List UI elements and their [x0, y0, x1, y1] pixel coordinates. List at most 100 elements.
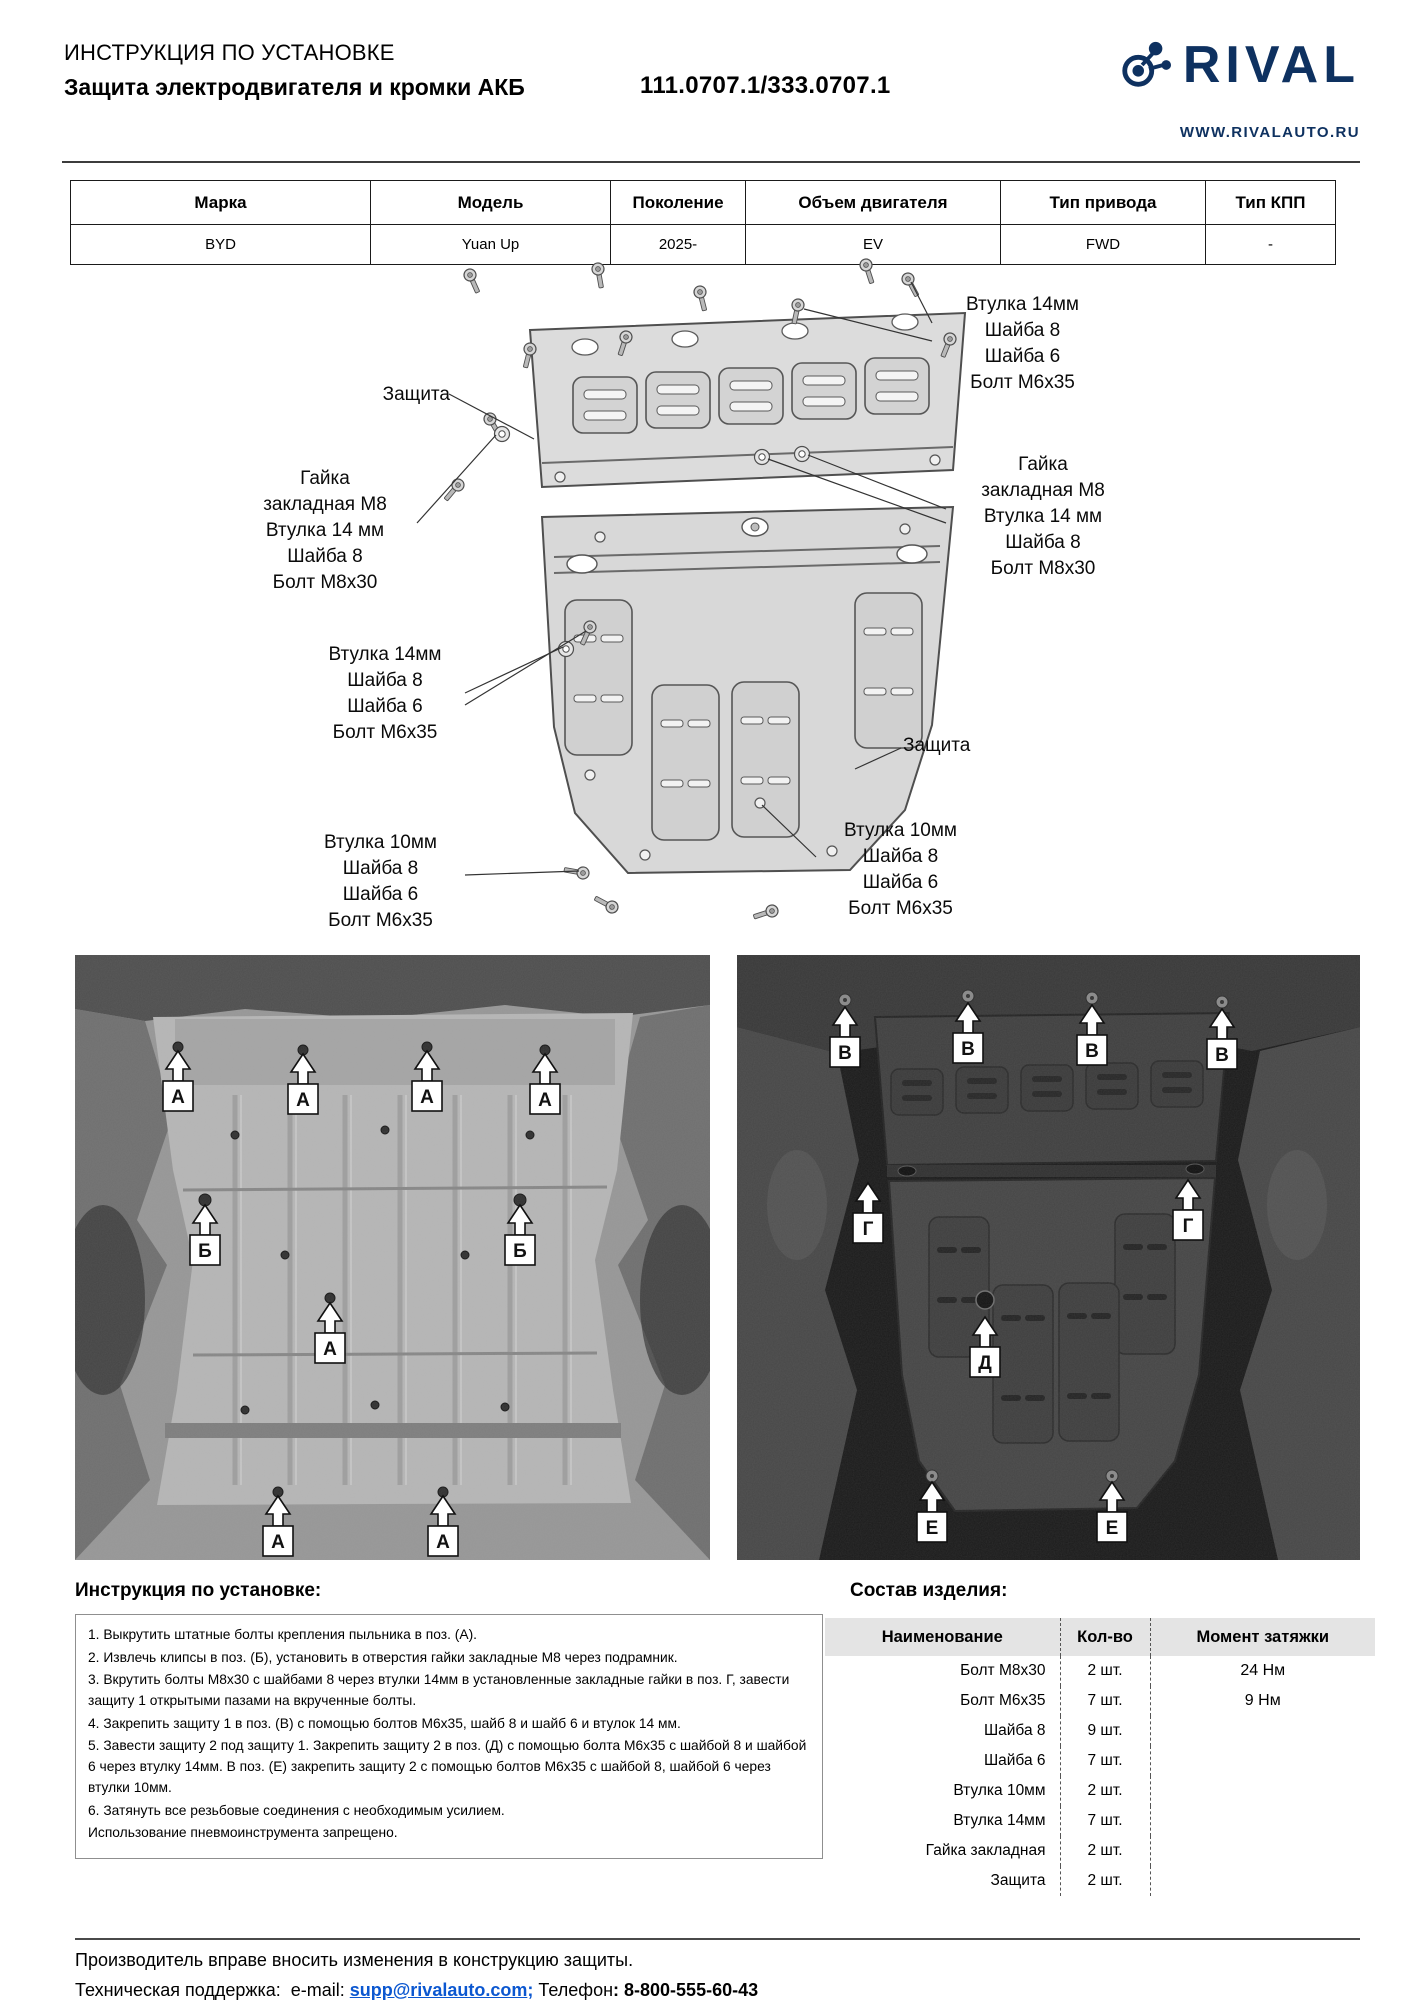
marker-letter: А [296, 1090, 310, 1111]
photo-underbody-after: В В В В Г Г Д [737, 955, 1360, 1560]
parts-row: Гайка закладная 2 шт. [825, 1836, 1375, 1866]
part-torque [1149, 1776, 1375, 1806]
spec-value-drive: FWD [1000, 224, 1206, 265]
marker-letter: Е [1106, 1518, 1119, 1539]
marker-letter: В [961, 1039, 975, 1060]
part-qty: 7 шт. [1059, 1806, 1150, 1836]
position-marker: Е [1096, 1480, 1128, 1543]
instruction-step: 6. Затянуть все резьбовые соединения с н… [88, 1802, 505, 1818]
part-torque [1149, 1836, 1375, 1866]
part-torque [1149, 1746, 1375, 1776]
parts-header-torque: Момент затяжки [1149, 1618, 1375, 1656]
instruction-step: 1. Выкрутить штатные болты крепления пыл… [88, 1627, 478, 1642]
rival-logo-icon [1122, 41, 1171, 87]
marker-letter: Е [926, 1518, 939, 1539]
instruction-step: 2. Извлечь клипсы в поз. (Б), установить… [88, 1649, 678, 1665]
photo-grain-overlay [75, 955, 710, 1560]
position-marker: А [529, 1052, 561, 1115]
part-qty: 9 шт. [1059, 1716, 1150, 1746]
support-phone-number: : 8-800-555-60-43 [613, 1980, 759, 2000]
parts-row: Защита 2 шт. [825, 1866, 1375, 1896]
part-qty: 2 шт. [1059, 1776, 1150, 1806]
part-torque [1149, 1716, 1375, 1746]
part-name: Шайба 6 [983, 1752, 1046, 1769]
support-separator: ; [527, 1980, 539, 2000]
marker-letter: Б [198, 1241, 212, 1262]
support-phone-label: Телефон [538, 1980, 614, 2000]
instruction-step: 5. Завести защиту 2 под защиту 1. Закреп… [88, 1738, 807, 1795]
part-qty: 7 шт. [1059, 1746, 1150, 1776]
upper-shield-drawing [528, 311, 967, 489]
position-marker: В [1076, 1003, 1108, 1066]
callout-bolt10-right: Втулка 10мм Шайба 8 Шайба 6 Болт М6х35 [844, 820, 957, 919]
spec-value-model: Yuan Up [370, 224, 611, 265]
callout-nut-left: Гайка закладная М8 Втулка 14 мм Шайба 8 … [263, 468, 387, 593]
part-name: Защита [990, 1872, 1046, 1889]
header-divider [62, 161, 1360, 163]
spec-header-drive: Тип привода [1000, 180, 1206, 225]
position-marker: А [162, 1049, 194, 1112]
spec-value-gearbox: - [1205, 224, 1336, 265]
position-marker: А [427, 1494, 459, 1557]
part-torque [1149, 1806, 1375, 1836]
support-line: Техническая поддержка: e-mail: supp@riva… [75, 1980, 758, 2000]
footer-divider [75, 1938, 1360, 1940]
parts-row: Болт М6х35 7 шт. 9 Нм [825, 1686, 1375, 1716]
parts-header-qty: Кол-во [1059, 1618, 1150, 1656]
marker-letter: А [420, 1087, 434, 1108]
marker-letter: В [1085, 1041, 1099, 1062]
instructions-box: 1. Выкрутить штатные болты крепления пыл… [75, 1614, 823, 1859]
position-marker: Д [969, 1315, 1001, 1378]
photo-underbody-before: А А А А Б Б А [75, 955, 710, 1560]
spec-header-row: Марка Модель Поколение Объем двигателя Т… [70, 180, 1336, 225]
part-name: Втулка 14мм [953, 1812, 1046, 1829]
marker-letter: А [171, 1087, 185, 1108]
position-marker: А [411, 1049, 443, 1112]
position-marker: А [262, 1494, 294, 1557]
marker-letter: В [1215, 1045, 1229, 1066]
spec-value-row: BYD Yuan Up 2025- EV FWD - [70, 224, 1336, 265]
part-name: Болт М6х35 [960, 1692, 1046, 1709]
position-marker: А [287, 1052, 319, 1115]
position-marker: А [314, 1301, 346, 1364]
parts-row: Втулка 14мм 7 шт. [825, 1806, 1375, 1836]
marker-letter: А [323, 1339, 337, 1360]
brand-wordmark: RIVAL [1182, 36, 1360, 94]
position-marker: В [952, 1001, 984, 1064]
part-name: Втулка 10мм [953, 1782, 1046, 1799]
marker-letter: А [271, 1532, 285, 1553]
instruction-note: Использование пневмоинструмента запрещен… [88, 1825, 398, 1841]
rival-logo: RIVAL [1117, 38, 1360, 92]
parts-row: Шайба 8 9 шт. [825, 1716, 1375, 1746]
parts-row: Шайба 6 7 шт. [825, 1746, 1375, 1776]
part-torque: 9 Нм [1149, 1686, 1375, 1716]
position-marker: В [829, 1005, 861, 1068]
lower-shield-drawing [540, 505, 955, 875]
position-marker: В [1206, 1007, 1238, 1070]
parts-row: Болт М8х30 2 шт. 24 Нм [825, 1656, 1375, 1686]
callout-bolt10-left: Втулка 10мм Шайба 8 Шайба 6 Болт М6х35 [324, 832, 437, 931]
spec-header-generation: Поколение [610, 180, 746, 225]
product-name: Защита электродвигателя и кромки АКБ [64, 74, 525, 100]
marker-letter: А [436, 1532, 450, 1553]
callout-bolt14-top-right: Втулка 14мм Шайба 8 Шайба 6 Болт М6х35 [966, 294, 1079, 393]
part-torque [1149, 1866, 1375, 1896]
marker-letter: Г [863, 1219, 874, 1240]
part-name: Шайба 8 [983, 1722, 1046, 1739]
support-email-link[interactable]: supp@rivalauto.com [349, 1980, 528, 2000]
part-qty: 7 шт. [1059, 1686, 1150, 1716]
part-torque: 24 Нм [1149, 1656, 1375, 1686]
website-url: WWW.RIVALAUTO.RU [1179, 124, 1360, 141]
spec-value-brand: BYD [70, 224, 371, 265]
vehicle-spec-table: Марка Модель Поколение Объем двигателя Т… [70, 180, 1336, 265]
spec-value-engine: EV [745, 224, 1001, 265]
support-prefix: Техническая поддержка: e-mail: [75, 1980, 350, 2000]
position-marker: Г [1172, 1178, 1204, 1241]
position-marker: Б [189, 1203, 221, 1266]
marker-letter: В [838, 1043, 852, 1064]
instruction-step: 3. Вкрутить болты М8х30 с шайбами 8 чере… [88, 1672, 790, 1709]
instruction-step: 4. Закрепить защиту 1 в поз. (В) с помощ… [88, 1715, 681, 1731]
callout-bolt14-left: Втулка 14мм Шайба 8 Шайба 6 Болт М6х35 [328, 644, 442, 743]
parts-header-row: Наименование Кол-во Момент затяжки [825, 1618, 1375, 1656]
